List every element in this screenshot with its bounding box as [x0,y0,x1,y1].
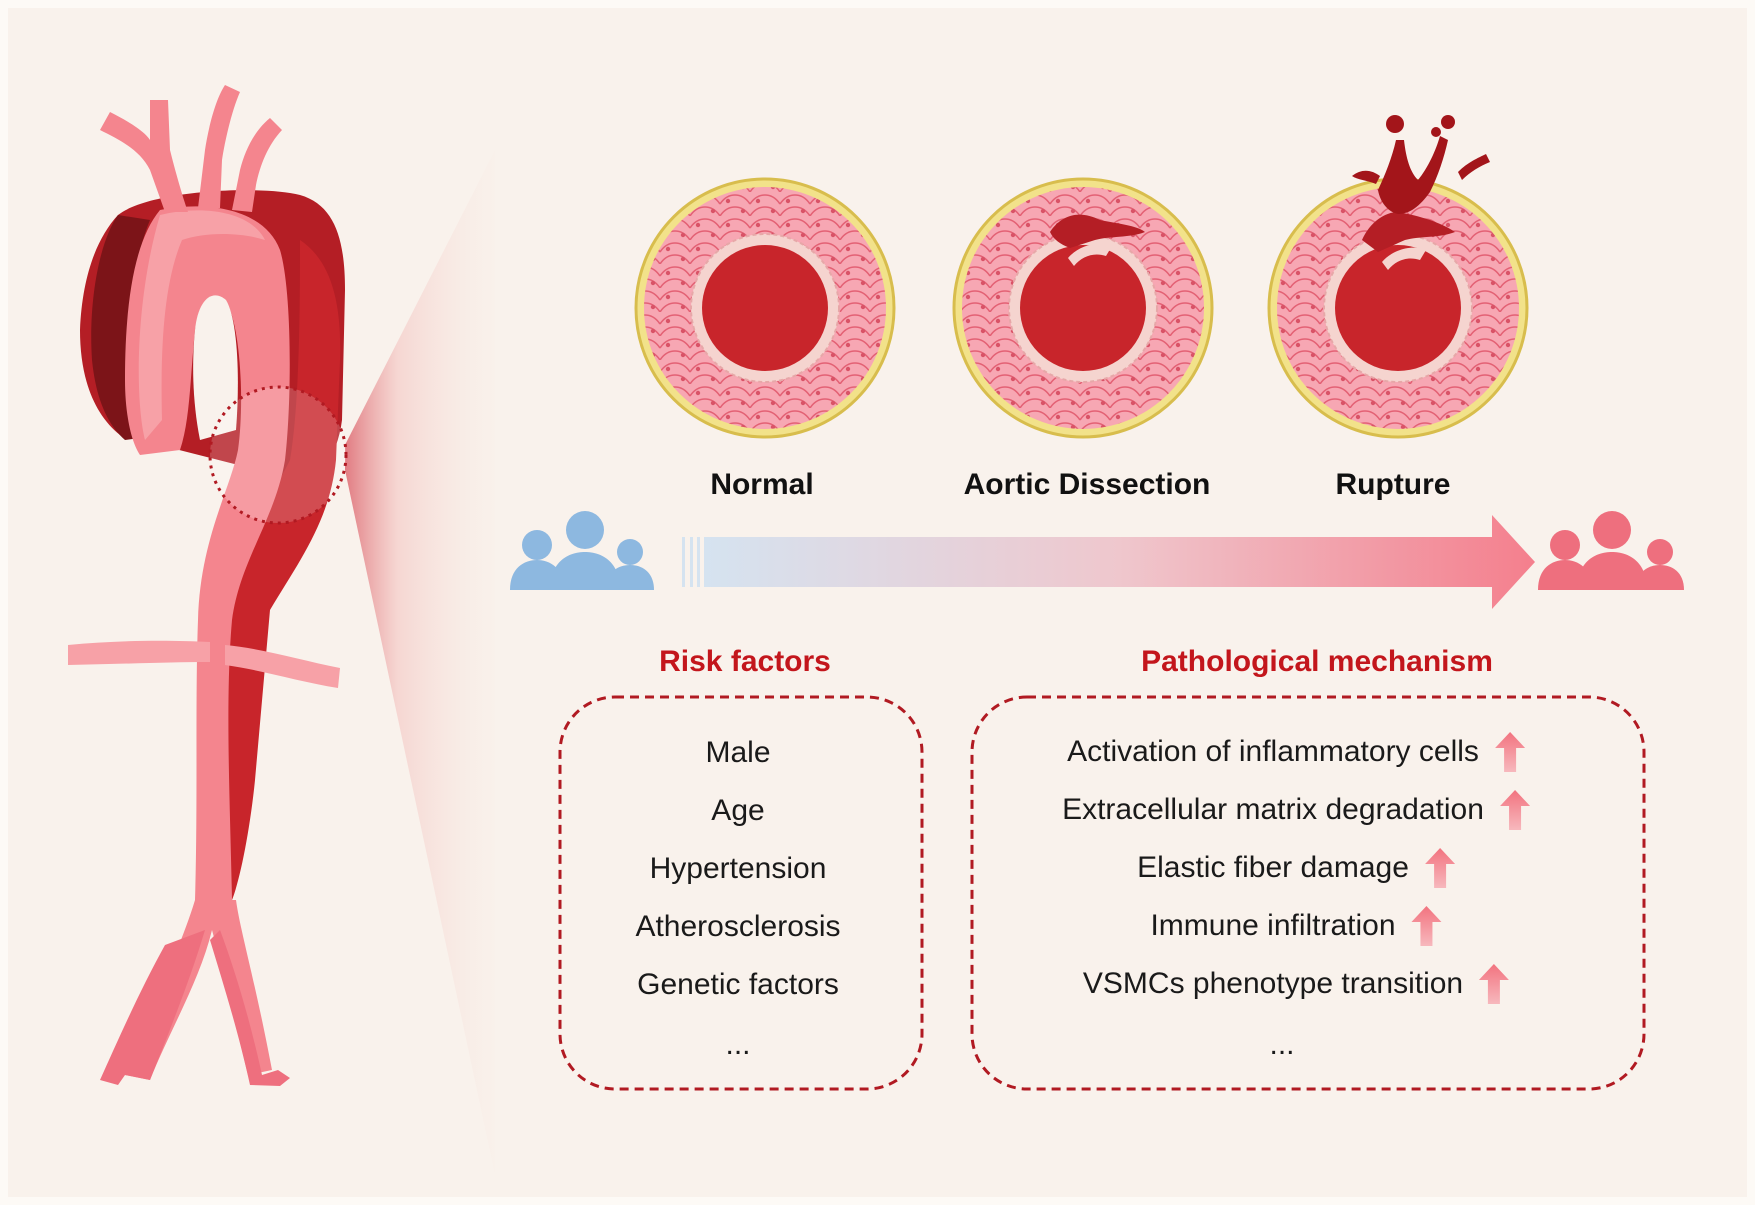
up-arrow-icon [1411,906,1442,946]
mechanism-box [970,695,1646,1091]
mechanism-item: Extracellular matrix degradation [1062,793,1484,826]
blood-burst [1378,136,1448,214]
mechanism-row: Extracellular matrix degradation [1062,788,1532,832]
label-aortic-dissection: Aortic Dissection [963,468,1211,501]
iliac-artery-left [100,930,205,1085]
brachiocephalic-artery [100,100,188,212]
risk-factor-item: Genetic factors [637,968,839,1001]
cross-section-normal [634,177,896,439]
mechanism-item: Activation of inflammatory cells [1067,735,1479,768]
mechanism-row: VSMCs phenotype transition [1083,962,1511,1006]
up-arrow-icon [1499,790,1530,830]
renal-artery-left [68,640,210,665]
left-carotid-artery [198,85,240,208]
sick-people-group-icon [1538,511,1684,590]
up-arrow-icon [1479,964,1510,1004]
up-arrow-icon [1494,732,1525,772]
risk-factor-item: Age [711,794,765,827]
cross-section-dissection [952,177,1214,439]
label-rupture: Rupture [1335,468,1451,501]
aorta-illustration [68,85,348,1086]
mechanism-more: ... [1269,1028,1295,1061]
false-lumen [1050,214,1145,248]
mechanism-item: Elastic fiber damage [1137,851,1409,884]
mechanism-row: Immune infiltration [1150,904,1443,948]
mechanism-row: Elastic fiber damage [1137,846,1457,890]
zoom-circle [208,385,348,525]
mechanism-row: Activation of inflammatory cells [1067,730,1527,774]
mechanism-item: VSMCs phenotype transition [1082,967,1464,1000]
renal-artery-right [225,645,340,688]
mechanism-title: Pathological mechanism [1141,645,1493,678]
healthy-people-group-icon [510,511,654,590]
subclavian-artery [232,118,282,212]
risk-factor-item: Atherosclerosis [635,910,841,943]
risk-factor-item: Hypertension [649,852,827,885]
iliac-artery-right [210,930,290,1086]
zoom-fan [345,150,495,1175]
risk-factors-title: Risk factors [659,645,831,678]
label-normal: Normal [710,468,814,501]
up-arrow-icon [1424,848,1455,888]
risk-factors-box [558,695,924,1091]
risk-factor-item: Male [705,736,771,769]
cross-section-rupture [1267,115,1529,439]
progression-arrow [682,515,1535,609]
risk-factors-more: ... [725,1028,751,1061]
mechanism-item: Immune infiltration [1150,909,1396,942]
